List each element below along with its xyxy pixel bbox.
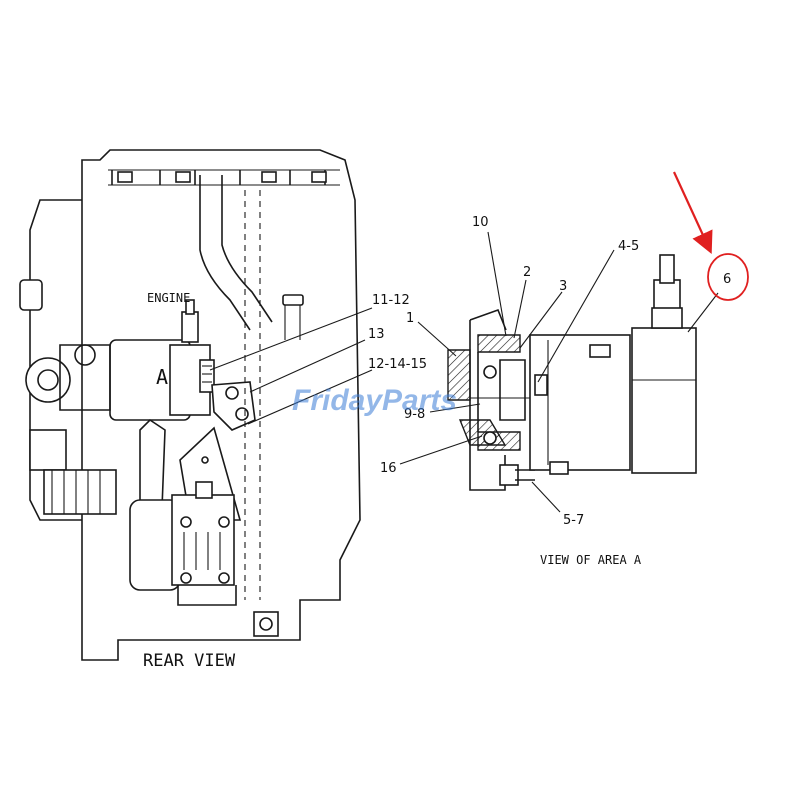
callout-10: 10 — [472, 215, 489, 230]
area-a-label: A — [156, 365, 168, 389]
highlight-annotation — [673, 171, 749, 301]
watermark-logo: FridayParts — [292, 384, 457, 417]
red-arrow-icon — [673, 171, 713, 254]
view-of-area-a-caption: VIEW OF AREA A — [540, 553, 642, 567]
red-circle-highlight — [707, 253, 749, 301]
engine-label: ENGINE — [147, 291, 190, 305]
callout-13: 13 — [368, 327, 385, 342]
callout-11-12: 11-12 — [372, 293, 410, 308]
callout-4-5: 4-5 — [618, 239, 639, 254]
rear-view-leaders — [209, 307, 373, 425]
detail-view-leaders — [399, 231, 719, 513]
callout-3: 3 — [559, 279, 567, 294]
callout-2: 2 — [523, 265, 531, 280]
rear-view-caption: REAR VIEW — [143, 651, 236, 671]
callout-1: 1 — [406, 311, 414, 326]
area-a-detail-drawing: VIEW OF AREA A — [447, 254, 697, 567]
rear-view-drawing: ENGINE A REAR VIEW — [19, 149, 361, 671]
callout-5-7: 5-7 — [563, 513, 584, 528]
callout-16: 16 — [380, 461, 397, 476]
callout-12-14-15: 12-14-15 — [368, 357, 427, 372]
callout-6: 6 — [723, 272, 731, 287]
callout-9-8: 9-8 — [404, 407, 425, 422]
